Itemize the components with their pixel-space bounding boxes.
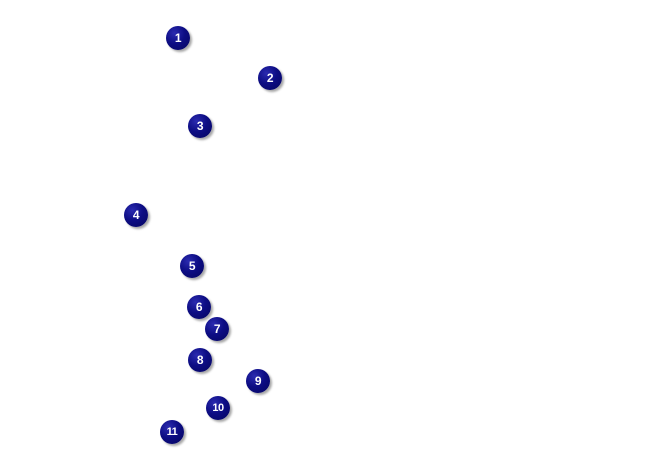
numbered-marker-3: 3	[188, 114, 212, 138]
numbered-marker-10: 10	[206, 396, 230, 420]
numbered-marker-5: 5	[180, 254, 204, 278]
numbered-marker-9: 9	[246, 369, 270, 393]
numbered-marker-2: 2	[258, 66, 282, 90]
numbered-marker-11: 11	[160, 420, 184, 444]
numbered-marker-1: 1	[166, 26, 190, 50]
numbered-marker-4: 4	[124, 203, 148, 227]
numbered-marker-6: 6	[187, 295, 211, 319]
numbered-marker-8: 8	[188, 348, 212, 372]
numbered-marker-7: 7	[205, 317, 229, 341]
